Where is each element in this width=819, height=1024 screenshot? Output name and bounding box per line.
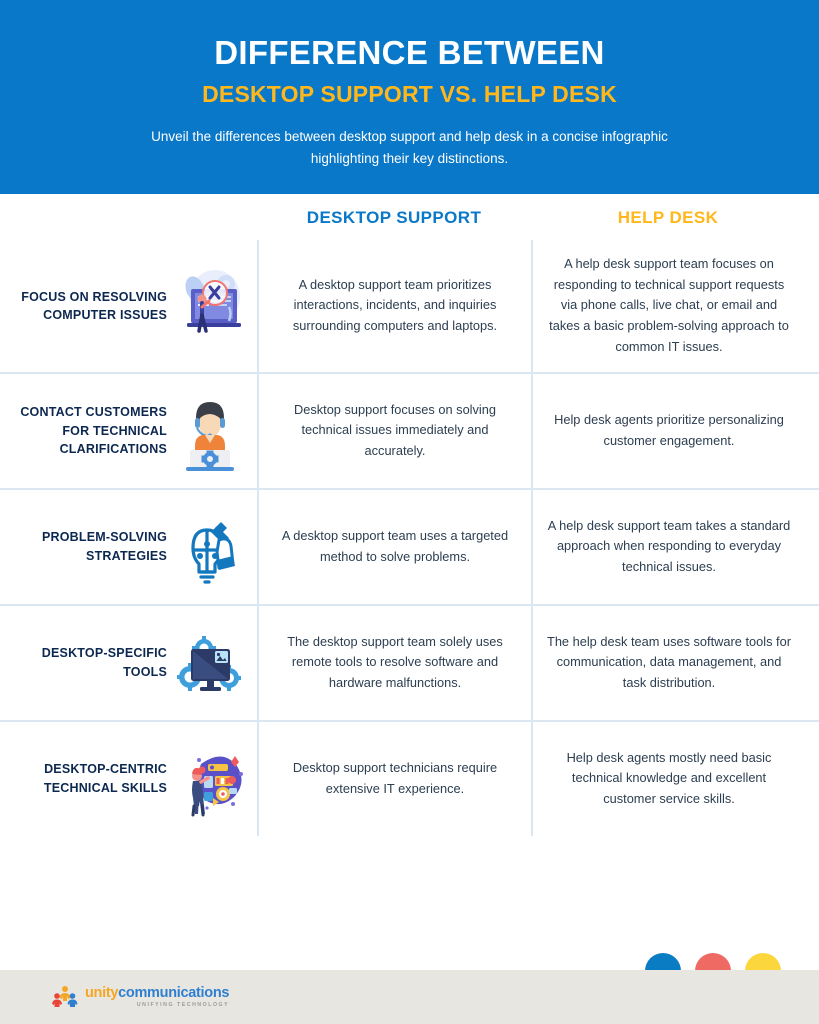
table-row: PROBLEM-SOLVING STRATEGIES: [0, 487, 819, 604]
cell-desktop-support: The desktop support team solely uses rem…: [257, 605, 531, 720]
cell-desktop-support: A desktop support team prioritizes inter…: [257, 240, 531, 372]
page-subtitle: DESKTOP SUPPORT VS. HELP DESK: [202, 80, 617, 107]
row-label-cell: DESKTOP-SPECIFIC TOOLS: [0, 606, 257, 720]
table-row: CONTACT CUSTOMERS FOR TECHNICAL CLARIFIC…: [0, 371, 819, 488]
column-header-row: DESKTOP SUPPORT HELP DESK: [0, 194, 819, 240]
logo-word-communications: communications: [118, 985, 230, 1002]
cell-text: Desktop support focuses on solving techn…: [293, 401, 497, 458]
cell-text: A help desk support team focuses on resp…: [549, 256, 789, 354]
logo-word-unity: unity: [85, 985, 119, 1002]
people-group-logo-icon: [52, 985, 78, 1009]
table-row: DESKTOP-SPECIFIC TOOLS: [0, 603, 819, 720]
row-label-cell: FOCUS ON RESOLVING COMPUTER ISSUES: [0, 240, 257, 372]
cell-text: A desktop support team uses a targeted m…: [281, 527, 509, 564]
table-row: DESKTOP-CENTRIC TECHNICAL SKILLS: [0, 719, 819, 836]
footer-bar: unitycommunications UNIFYING TECHNOLOGY: [0, 970, 819, 1024]
cell-help-desk: The help desk team uses software tools f…: [531, 605, 805, 720]
row-label: CONTACT CUSTOMERS FOR TECHNICAL CLARIFIC…: [20, 405, 167, 456]
table-row: FOCUS ON RESOLVING COMPUTER ISSUES: [0, 240, 819, 372]
table-body: FOCUS ON RESOLVING COMPUTER ISSUES: [0, 240, 819, 836]
puzzle-lightbulb-icon: [171, 504, 249, 590]
cell-desktop-support: A desktop support team uses a targeted m…: [257, 489, 531, 604]
cell-text: The help desk team uses software tools f…: [547, 633, 791, 690]
cell-help-desk: A help desk support team focuses on resp…: [531, 240, 805, 372]
logo-text: unitycommunications UNIFYING TECHNOLOGY: [85, 986, 229, 1008]
row-label-cell: CONTACT CUSTOMERS FOR TECHNICAL CLARIFIC…: [0, 374, 257, 488]
header-banner: DIFFERENCE BETWEEN DESKTOP SUPPORT VS. H…: [0, 0, 819, 194]
cell-desktop-support: Desktop support focuses on solving techn…: [257, 373, 531, 488]
row-label: FOCUS ON RESOLVING COMPUTER ISSUES: [21, 289, 167, 322]
monitor-gears-icon: [171, 620, 249, 706]
row-label-cell: PROBLEM-SOLVING STRATEGIES: [0, 490, 257, 604]
cell-text: The desktop support team solely uses rem…: [287, 633, 503, 690]
cell-text: Help desk agents mostly need basic techn…: [566, 749, 772, 806]
column-header-desktop-support: DESKTOP SUPPORT: [306, 208, 482, 227]
cell-help-desk: A help desk support team takes a standar…: [531, 489, 805, 604]
cell-text: A help desk support team takes a standar…: [547, 517, 791, 574]
logo: unitycommunications UNIFYING TECHNOLOGY: [52, 985, 229, 1009]
row-label: PROBLEM-SOLVING STRATEGIES: [42, 530, 167, 563]
cell-text: Desktop support technicians require exte…: [292, 759, 498, 796]
support-agent-headset-icon: [171, 388, 249, 474]
logo-wordmark: unitycommunications: [85, 986, 229, 1001]
skills-collage-icon: [171, 736, 249, 822]
cell-help-desk: Help desk agents prioritize personalizin…: [531, 373, 805, 488]
cell-help-desk: Help desk agents mostly need basic techn…: [531, 721, 805, 836]
page-description: Unveil the differences between desktop s…: [151, 129, 668, 166]
logo-tagline: UNIFYING TECHNOLOGY: [136, 1001, 230, 1008]
comparison-table: DESKTOP SUPPORT HELP DESK FOCUS ON RESOL…: [0, 194, 819, 954]
cell-desktop-support: Desktop support technicians require exte…: [257, 721, 531, 836]
row-label: DESKTOP-SPECIFIC TOOLS: [41, 646, 167, 679]
cell-text: A desktop support team prioritizes inter…: [292, 276, 498, 334]
cell-text: Help desk agents prioritize personalizin…: [554, 411, 784, 448]
column-header-help-desk: HELP DESK: [617, 208, 719, 227]
computer-repair-icon: [171, 263, 249, 349]
row-label-cell: DESKTOP-CENTRIC TECHNICAL SKILLS: [0, 722, 257, 836]
page-title: DIFFERENCE BETWEEN: [214, 34, 605, 71]
row-label: DESKTOP-CENTRIC TECHNICAL SKILLS: [43, 762, 167, 795]
